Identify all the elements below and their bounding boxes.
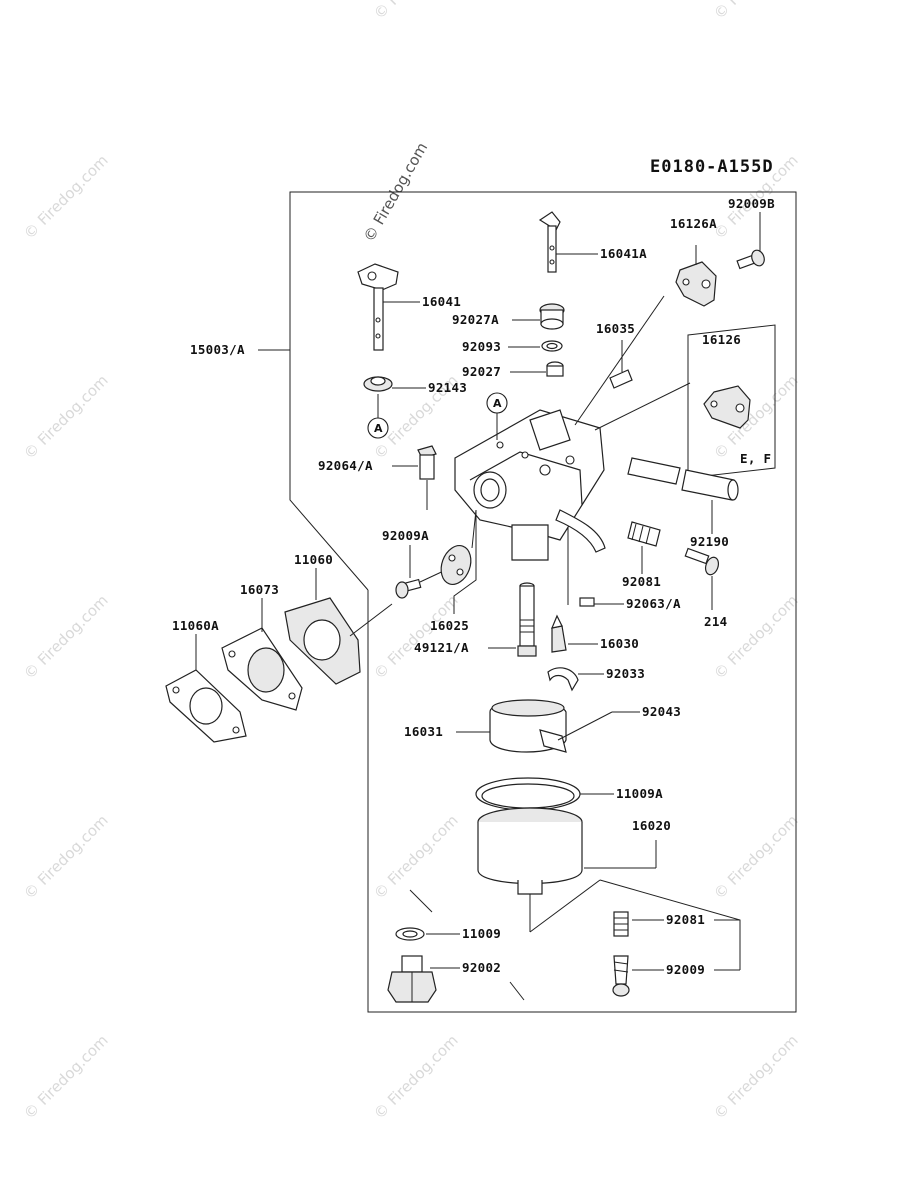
label-92081-upper: 92081 [622,574,661,589]
carburetor-body [454,409,606,561]
watermark-text: © Firedog.com [710,591,802,683]
part-16020: 16020 [477,807,741,970]
label-16041A: 16041A [600,246,647,261]
label-92027A: 92027A [452,312,499,327]
part-92081-upper: 92081 [622,521,661,589]
part-92009: 92009 [612,955,740,997]
part-11060A: 11060A [165,618,247,743]
label-92064A: 92064/A [318,458,373,473]
part-92009B: 92009B [728,196,775,270]
part-49121A: 49121/A [414,582,537,657]
label-92009: 92009 [666,962,705,977]
label-16126: 16126 [702,332,741,347]
part-16041A: 16041A [538,211,647,273]
label-16126A: 16126A [670,216,717,231]
part-11009: 11009 [395,889,501,941]
watermark-text: © Firedog.com [370,0,462,23]
label-16073: 16073 [240,582,279,597]
part-11009A: 11009A [475,777,663,811]
part-16025: 16025 [430,509,477,633]
part-92190: 92190 [627,457,739,549]
callout-a-right: A [486,392,508,440]
part-92009A: 92009A [382,528,451,599]
label-92009A: 92009A [382,528,429,543]
part-92143: 92143 [363,376,467,395]
part-16126A: 16126A [574,216,717,431]
part-92064A: 92064/A [318,445,437,510]
label-11009: 11009 [462,926,501,941]
inset-note-ef: E, F [740,451,771,466]
part-16035: 16035 [596,321,635,389]
part-92027A: 92027A [452,303,565,330]
part-92002: 92002 [387,955,525,1003]
watermark-text: © Firedog.com [370,591,462,683]
label-16035: 16035 [596,321,635,336]
label-16030: 16030 [600,636,639,651]
watermark-text: © Firedog.com [20,151,112,243]
label-92033: 92033 [606,666,645,681]
part-92027: 92027 [462,361,564,379]
part-92043: 92043 [557,704,681,741]
label-92143: 92143 [428,380,467,395]
label-92093: 92093 [462,339,501,354]
label-16041: 16041 [422,294,461,309]
inset-box-ef: 16126 E, F [687,324,776,479]
label-16025: 16025 [430,618,469,633]
label-16020: 16020 [632,818,671,833]
part-92033: 92033 [547,666,645,692]
watermark-text: © Firedog.com [370,811,462,903]
label-92043: 92043 [642,704,681,719]
watermark-text: © Firedog.com [710,811,802,903]
part-92081-lower: 92081 [613,911,740,937]
watermark-text: © Firedog.com [20,371,112,463]
watermark-text: © Firedog.com [710,1031,802,1123]
label-15003A: 15003/A [190,342,245,357]
label-11060: 11060 [294,552,333,567]
assembly-outline [258,191,797,1013]
part-92063A: 92063/A [567,528,681,611]
label-16031: 16031 [404,724,443,739]
label-11009A: 11009A [616,786,663,801]
callout-a-text: A [493,397,502,410]
part-16073: 16073 [221,582,303,711]
label-92002: 92002 [462,960,501,975]
diagram-code: E0180-A155D [650,157,774,177]
part-16031: 16031 [404,699,567,753]
label-11060A: 11060A [172,618,219,633]
label-92009B: 92009B [728,196,775,211]
callout-a-text: A [374,422,383,435]
label-92063A: 92063/A [626,596,681,611]
part-214: 214 [684,547,727,629]
watermark-text: © Firedog.com [370,1031,462,1123]
watermark-text: © Firedog.com [710,0,802,23]
watermark-text: © Firedog.com [20,1031,112,1123]
watermark-text: © Firedog.com [20,811,112,903]
part-16041: 16041 [357,263,461,351]
label-92027: 92027 [462,364,501,379]
part-11060: 11060 [284,552,393,685]
watermark-text: © Firedog.com [20,591,112,683]
label-214: 214 [704,614,727,629]
part-16030: 16030 [551,614,639,653]
label-49121A: 49121/A [414,640,469,655]
part-92093: 92093 [462,339,563,354]
label-92190: 92190 [690,534,729,549]
label-92081-lower: 92081 [666,912,705,927]
callout-a-left: A [367,394,389,439]
